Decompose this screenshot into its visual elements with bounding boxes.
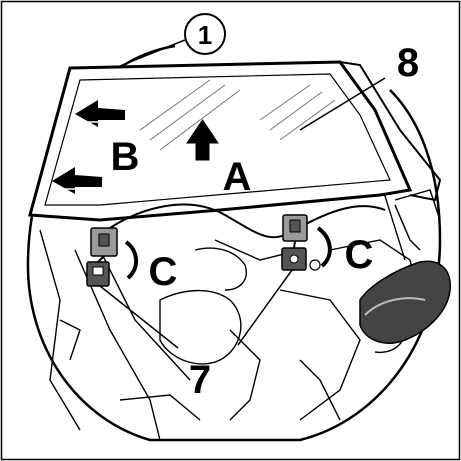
leader-7-left — [99, 285, 179, 349]
leader-8 — [299, 77, 386, 131]
glass-reflection — [139, 79, 336, 151]
arrow-b-label: B — [111, 135, 140, 179]
clip-c-right-label: C — [345, 233, 374, 277]
callout-circle-1 — [184, 13, 226, 55]
part-7-label: 7 — [189, 358, 211, 402]
glass-clip-left — [86, 227, 118, 287]
part-8-label: 8 — [397, 41, 419, 85]
release-arc-right — [316, 226, 332, 268]
release-arc-left — [124, 240, 138, 280]
arrow-b-lower — [52, 167, 102, 194]
arrow-a-label: A — [223, 155, 252, 199]
arrow-b-upper — [75, 100, 125, 127]
glass-clip-right — [281, 214, 321, 271]
callout-number-label: 1 — [198, 20, 212, 50]
arrow-a — [186, 119, 219, 161]
clip-c-left-label: C — [149, 250, 178, 294]
window-glass — [28, 60, 442, 251]
leader-7-right — [237, 269, 293, 346]
window-regulator-part — [359, 260, 451, 344]
callout-leader-1 — [114, 39, 186, 69]
regulator-cable — [99, 203, 386, 239]
